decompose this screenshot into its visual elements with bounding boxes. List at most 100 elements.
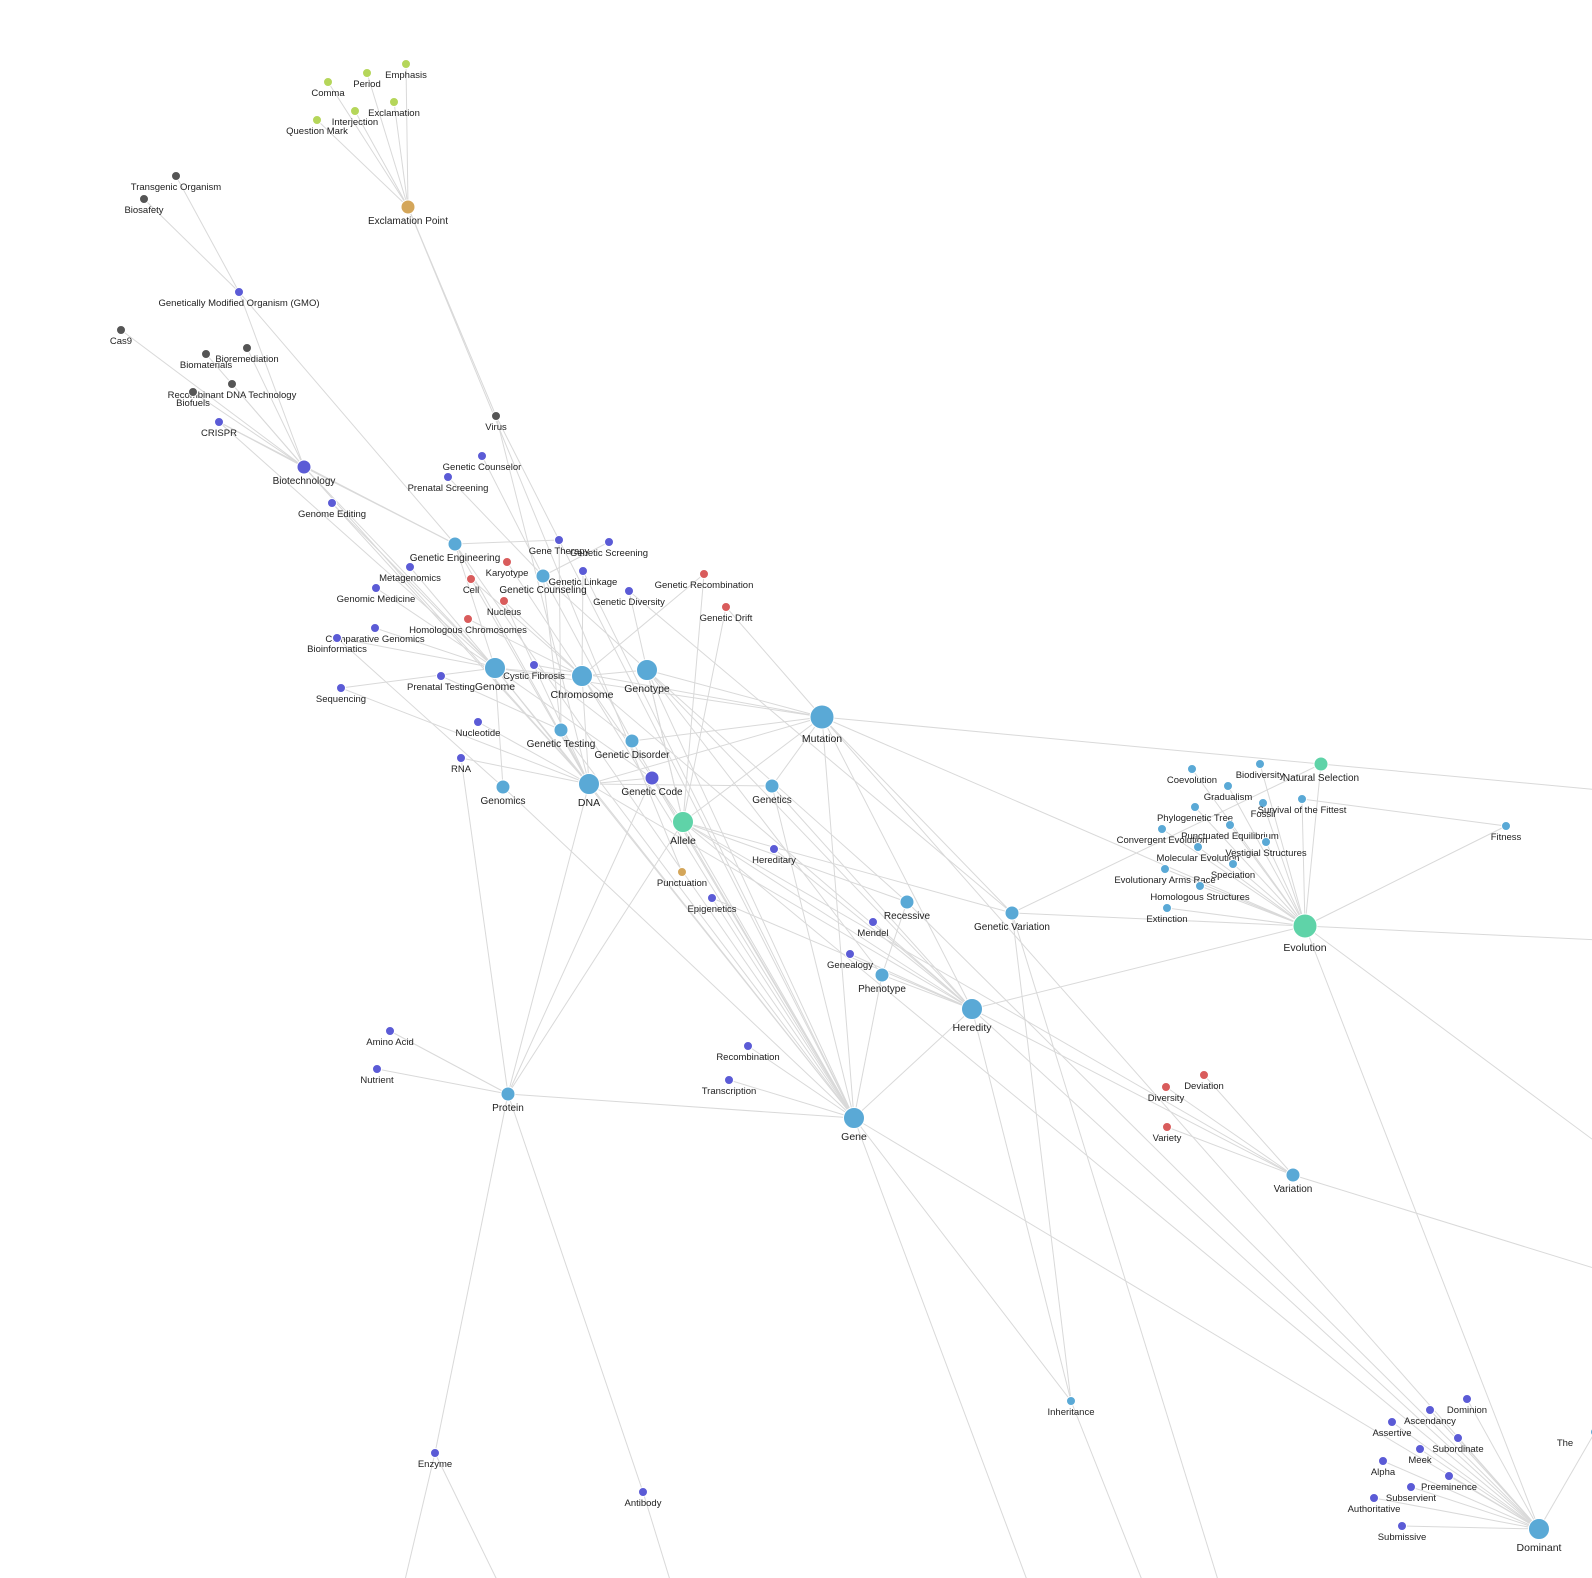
node-bioinformatics[interactable]: Bioinformatics [307, 633, 367, 656]
node-survivalfittest[interactable]: Survival of the Fittest [1258, 794, 1347, 817]
node-allele[interactable]: Allele [670, 811, 696, 848]
node-circle-gradualism[interactable] [1223, 781, 1233, 791]
node-circle-geneticscreening[interactable] [604, 537, 614, 547]
node-circle-enzyme[interactable] [430, 1448, 440, 1458]
node-circle-dna[interactable] [578, 773, 600, 795]
node-nucleotide[interactable]: Nucleotide [456, 717, 501, 740]
node-circle-coevolution[interactable] [1187, 764, 1197, 774]
node-genomics[interactable]: Genomics [480, 779, 526, 807]
node-circle-subordinate[interactable] [1453, 1433, 1463, 1443]
node-circle-bioremediation[interactable] [242, 343, 252, 353]
node-circle-biofuels[interactable] [188, 387, 198, 397]
node-circle-geneticdrift[interactable] [721, 602, 731, 612]
node-antibody[interactable]: Antibody [625, 1487, 662, 1510]
node-circle-exclamationpoint[interactable] [400, 199, 416, 215]
node-circle-transcription[interactable] [724, 1075, 734, 1085]
node-diversity[interactable]: Diversity [1148, 1082, 1185, 1105]
node-cysticfibrosis[interactable]: Cystic Fibrosis [503, 660, 565, 683]
node-circle-biotechnology[interactable] [296, 459, 312, 475]
node-circle-geneticdisorder[interactable] [624, 733, 640, 749]
node-emphasis[interactable]: Emphasis [385, 59, 427, 82]
node-recombinantdna[interactable]: Recombinant DNA Technology [168, 379, 297, 402]
node-speciation[interactable]: Speciation [1211, 859, 1255, 882]
node-circle-inheritance[interactable] [1066, 1396, 1076, 1406]
node-gmo[interactable]: Genetically Modified Organism (GMO) [158, 287, 320, 310]
node-circle-evolution[interactable] [1292, 913, 1318, 939]
node-circle-prenataltesting[interactable] [436, 671, 446, 681]
node-circle-questionmark[interactable] [312, 115, 322, 125]
node-circle-punctuatedequilibrium[interactable] [1225, 820, 1235, 830]
node-circle-authoritative[interactable] [1369, 1493, 1379, 1503]
node-geneticscreening[interactable]: Genetic Screening [570, 537, 648, 560]
node-karyotype[interactable]: Karyotype [486, 557, 529, 580]
node-circle-speciation[interactable] [1228, 859, 1238, 869]
node-preeminence[interactable]: Preeminence [1421, 1471, 1477, 1494]
node-mendel[interactable]: Mendel [857, 917, 889, 940]
node-circle-phenotype[interactable] [874, 967, 890, 983]
node-geneticrecombination[interactable]: Genetic Recombination [655, 569, 754, 592]
node-molecularevolution[interactable]: Molecular Evolution [1157, 842, 1240, 865]
node-circle-metagenomics[interactable] [405, 562, 415, 572]
node-circle-geneticrecombination[interactable] [699, 569, 709, 579]
node-circle-crispr[interactable] [214, 417, 224, 427]
node-phenotype[interactable]: Phenotype [858, 967, 906, 995]
node-circle-genomeediting[interactable] [327, 498, 337, 508]
node-circle-geneticvariation[interactable] [1004, 905, 1020, 921]
node-geneticvariation[interactable]: Genetic Variation [974, 905, 1050, 933]
node-circle-gmo[interactable] [234, 287, 244, 297]
node-punctuatedequilibrium[interactable]: Punctuated Equilibrium [1181, 820, 1279, 843]
node-transgenic[interactable]: Transgenic Organism [131, 171, 222, 194]
node-circle-armsrace[interactable] [1160, 864, 1170, 874]
node-coevolution[interactable]: Coevolution [1167, 764, 1217, 787]
node-circle-rna[interactable] [456, 753, 466, 763]
node-convergentevolution[interactable]: Convergent Evolution [1117, 824, 1208, 847]
node-circle-diversity[interactable] [1161, 1082, 1171, 1092]
node-circle-geneticlinkage[interactable] [578, 566, 588, 576]
node-bioremediation[interactable]: Bioremediation [215, 343, 279, 366]
node-biotechnology[interactable]: Biotechnology [273, 459, 336, 487]
node-submissive[interactable]: Submissive [1378, 1521, 1427, 1544]
node-circle-deviation[interactable] [1199, 1070, 1209, 1080]
node-virus[interactable]: Virus [485, 411, 507, 434]
node-prenatalscreening[interactable]: Prenatal Screening [408, 472, 489, 495]
node-ascendancy[interactable]: Ascendancy [1404, 1405, 1456, 1428]
node-circle-genotype[interactable] [636, 659, 658, 681]
node-circle-preeminence[interactable] [1444, 1471, 1454, 1481]
node-circle-cysticfibrosis[interactable] [529, 660, 539, 670]
node-circle-nucleotide[interactable] [473, 717, 483, 727]
node-circle-biosafety[interactable] [139, 194, 149, 204]
node-period[interactable]: Period [353, 68, 381, 91]
node-authoritative[interactable]: Authoritative [1348, 1493, 1401, 1516]
node-rna[interactable]: RNA [451, 753, 472, 776]
node-circle-nutrient[interactable] [372, 1064, 382, 1074]
node-vestigialstructures[interactable]: Vestigial Structures [1225, 837, 1307, 860]
node-circle-fossil[interactable] [1258, 798, 1268, 808]
node-mutation[interactable]: Mutation [802, 704, 842, 745]
node-metagenomics[interactable]: Metagenomics [379, 562, 441, 585]
node-circle-interjection[interactable] [350, 106, 360, 116]
node-transcription[interactable]: Transcription [702, 1075, 757, 1098]
node-circle-geneticcounselor[interactable] [477, 451, 487, 461]
node-circle-genomics[interactable] [495, 779, 511, 795]
node-genomicmedicine[interactable]: Genomic Medicine [337, 583, 416, 606]
node-aminoacid[interactable]: Amino Acid [366, 1026, 414, 1049]
node-circle-dominion[interactable] [1462, 1394, 1472, 1404]
node-circle-homologousstructures[interactable] [1195, 881, 1205, 891]
node-circle-epigenetics[interactable] [707, 893, 717, 903]
node-interjection[interactable]: Interjection [332, 106, 378, 129]
node-gene[interactable]: Gene [841, 1107, 867, 1144]
node-circle-molecularevolution[interactable] [1193, 842, 1203, 852]
node-circle-extinction[interactable] [1162, 903, 1172, 913]
node-alpha[interactable]: Alpha [1371, 1456, 1396, 1479]
node-variation[interactable]: Variation [1274, 1167, 1313, 1195]
node-homologouschromosomes[interactable]: Homologous Chromosomes [409, 614, 527, 637]
node-genetics[interactable]: Genetics [752, 778, 792, 806]
node-circle-virus[interactable] [491, 411, 501, 421]
node-hereditary[interactable]: Hereditary [752, 844, 796, 867]
node-circle-variety[interactable] [1162, 1122, 1172, 1132]
node-circle-homologouschromosomes[interactable] [463, 614, 473, 624]
node-cell[interactable]: Cell [463, 574, 479, 597]
node-circle-recombination[interactable] [743, 1041, 753, 1051]
node-circle-transgenic[interactable] [171, 171, 181, 181]
node-geneticcounseling[interactable]: Genetic Counseling [499, 568, 587, 596]
